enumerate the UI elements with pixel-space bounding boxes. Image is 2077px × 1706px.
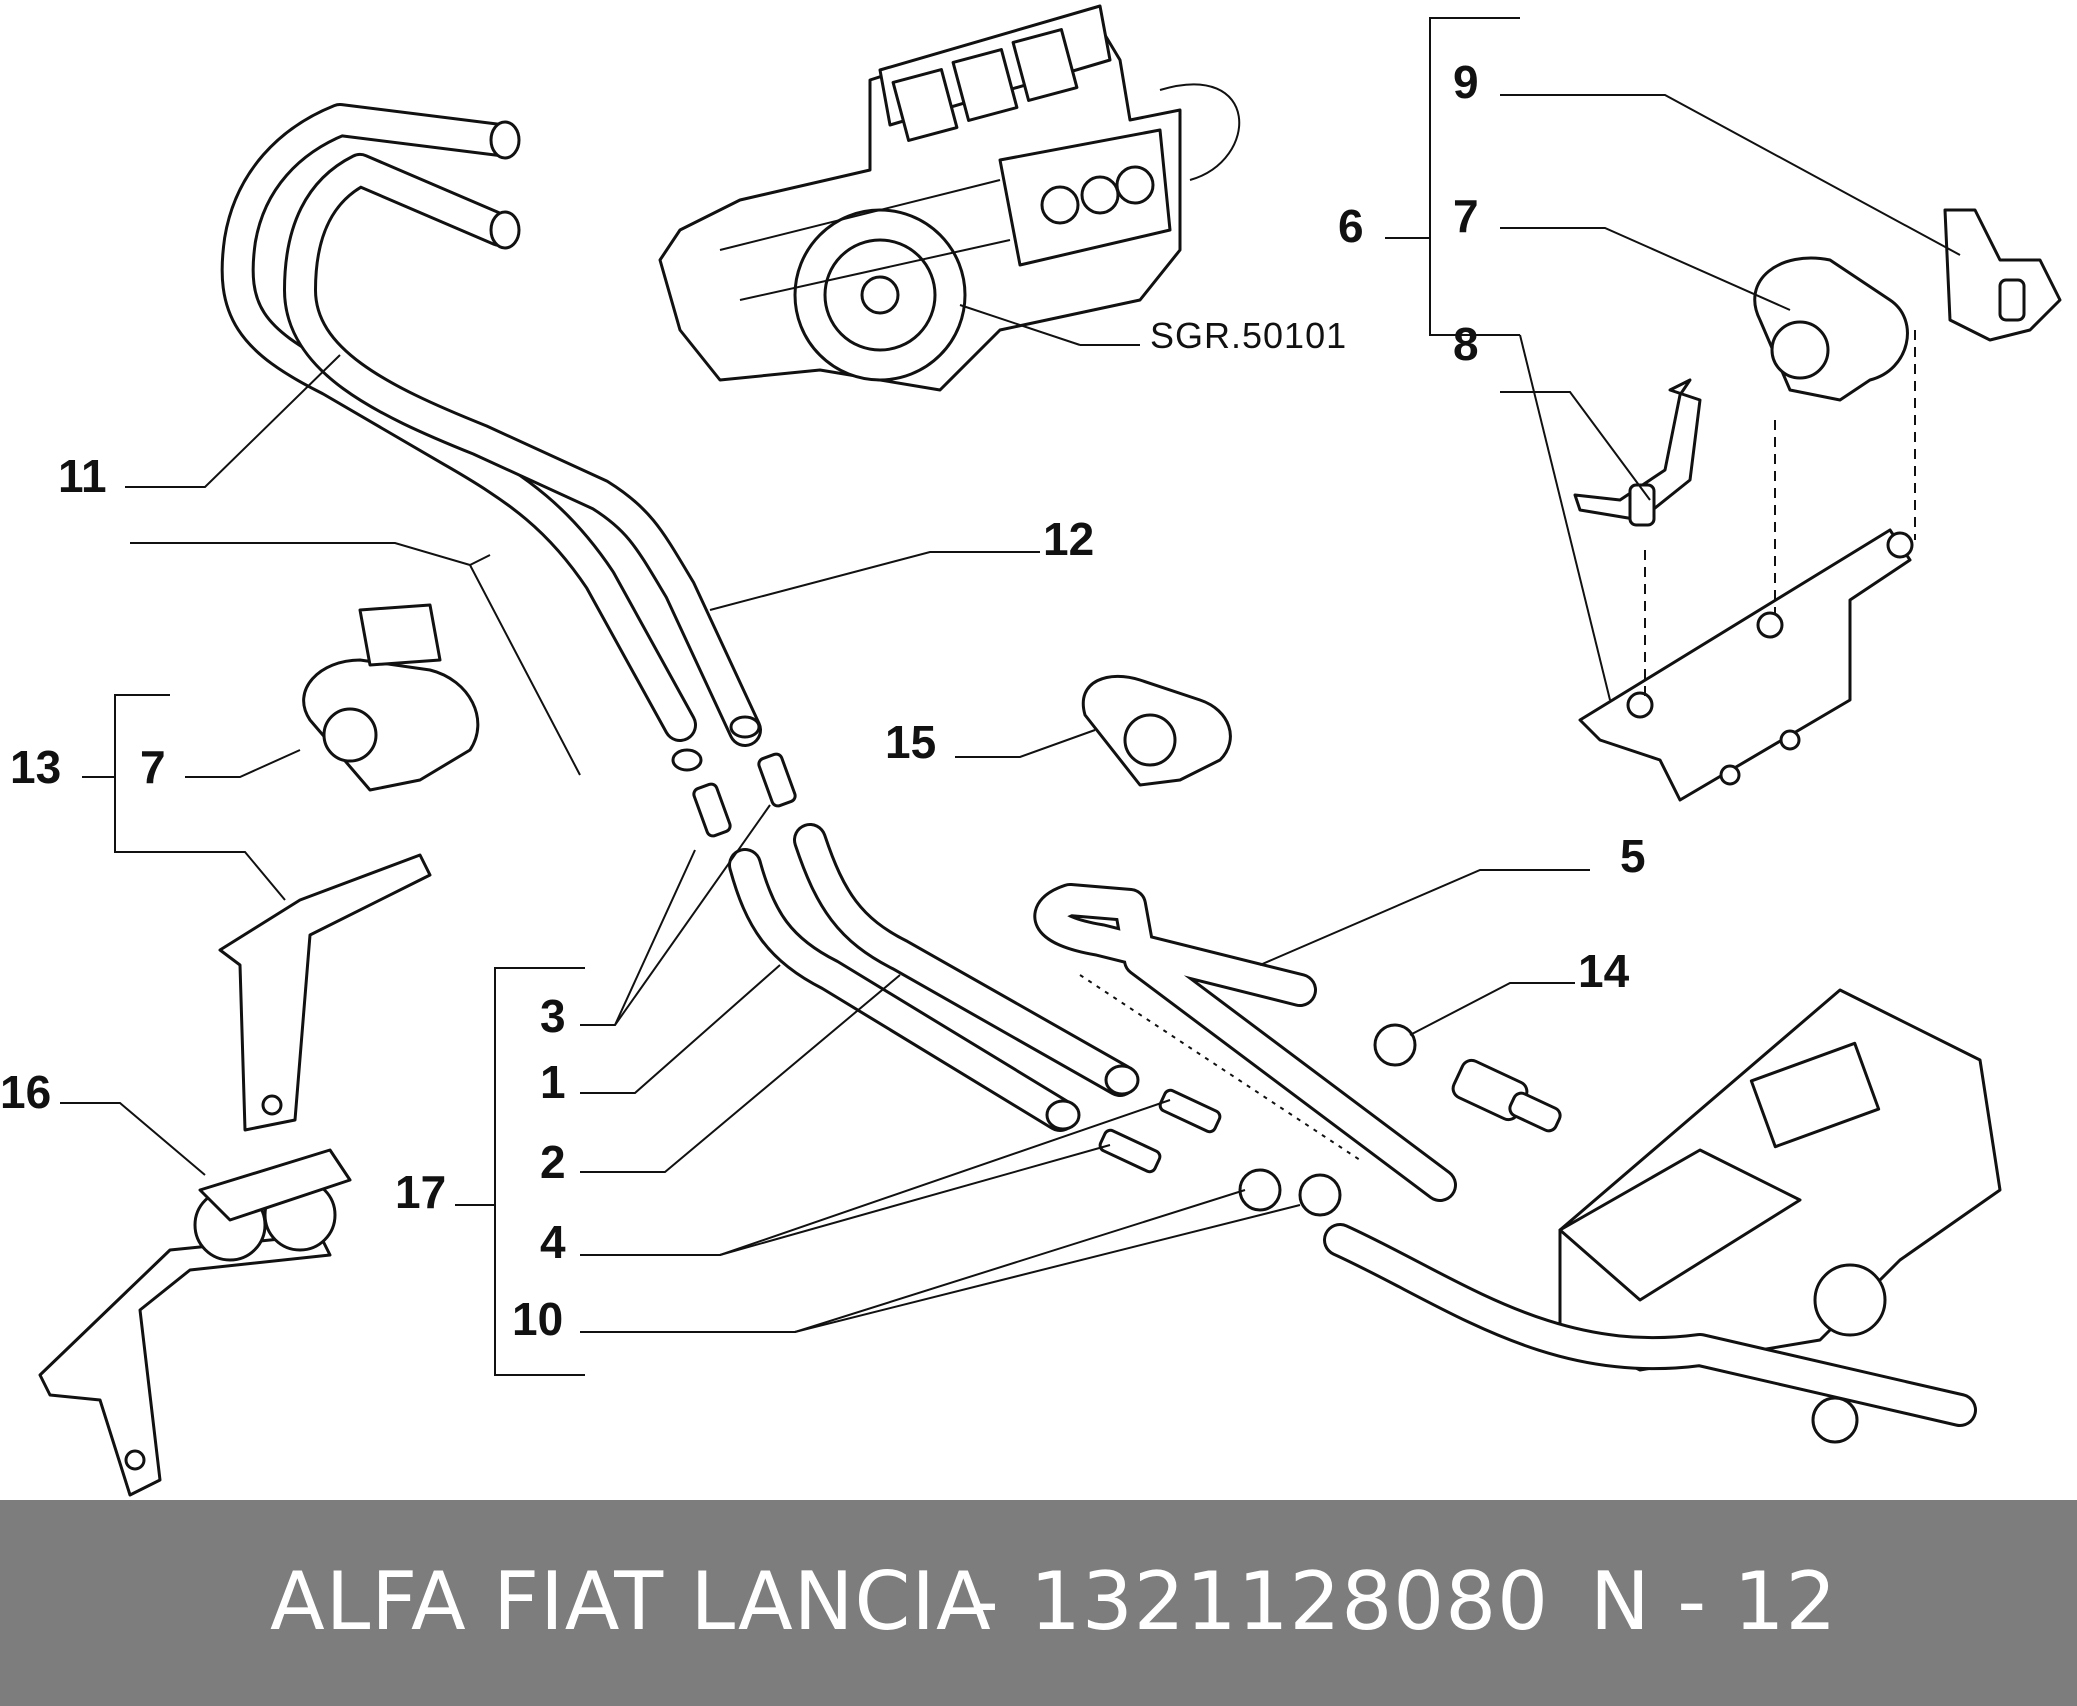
connector-3 xyxy=(692,752,797,838)
callout-17: 17 xyxy=(395,1166,446,1218)
callout-11: 11 xyxy=(58,450,107,502)
clamp-7-right xyxy=(1753,256,1909,402)
footer-diagram-ref: N - 12 xyxy=(1590,1555,1838,1648)
footer-brand: ALFA FIAT LANCIA xyxy=(270,1555,992,1648)
callout-12: 12 xyxy=(1043,513,1094,565)
callout-15: 15 xyxy=(885,716,936,768)
leader-sgr xyxy=(959,304,1081,346)
bracket-13 xyxy=(218,853,432,1132)
clamp-10 xyxy=(1238,1168,1342,1217)
bracket-6 xyxy=(1578,330,1916,802)
callout-4: 4 xyxy=(540,1216,566,1268)
hose-1 xyxy=(728,848,1077,1132)
auxiliary-heater xyxy=(1323,988,2002,1444)
callout-13: 13 xyxy=(10,741,61,793)
callout-7-right: 7 xyxy=(1453,190,1479,242)
clip-15 xyxy=(1081,674,1232,787)
callout-2: 2 xyxy=(540,1136,566,1188)
bracket-16 xyxy=(38,1148,352,1497)
callout-16: 16 xyxy=(0,1066,51,1118)
footer-separator: - xyxy=(970,1555,1000,1648)
hose-12 xyxy=(283,153,762,747)
callout-10: 10 xyxy=(512,1293,563,1345)
clamp-7-left xyxy=(302,603,480,792)
callout-9: 9 xyxy=(1453,56,1479,108)
footer-part-number: 1321128080 xyxy=(1030,1555,1549,1648)
callout-14: 14 xyxy=(1578,945,1630,997)
hose-5 xyxy=(1033,883,1457,1202)
callout-1: 1 xyxy=(540,1056,566,1108)
footer-bar: ALFA FIAT LANCIA - 1321128080 N - 12 xyxy=(0,1500,2077,1706)
clip-8 xyxy=(1573,378,1702,527)
parts-diagram: SGR.50101 xyxy=(0,4,2062,1497)
callout-8: 8 xyxy=(1453,318,1479,370)
fitting-14 xyxy=(1373,1023,1562,1133)
hose-2 xyxy=(793,823,1137,1097)
reference-label: SGR.50101 xyxy=(1150,315,1347,356)
callout-3: 3 xyxy=(540,990,566,1042)
clip-9 xyxy=(1943,208,2062,342)
heater-unit xyxy=(658,4,1241,392)
callout-6: 6 xyxy=(1338,200,1364,252)
connector-4 xyxy=(1098,1088,1222,1174)
hose-11 xyxy=(220,103,697,742)
callout-7-left: 7 xyxy=(140,741,166,793)
callout-5: 5 xyxy=(1620,830,1646,882)
